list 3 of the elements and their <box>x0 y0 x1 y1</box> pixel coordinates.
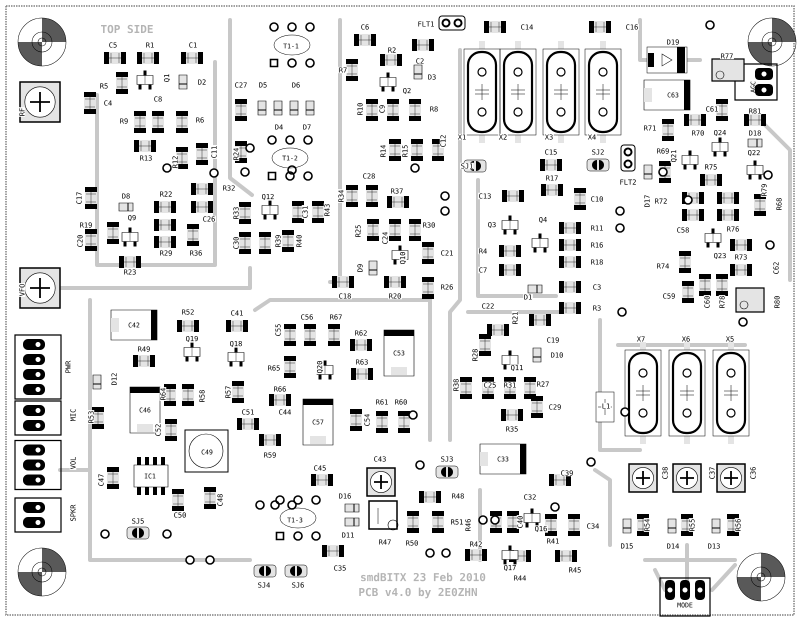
board-title: TOP SIDE <box>101 24 153 34</box>
board-title: PCB v4.0 by 2E0ZHN <box>359 588 477 598</box>
board-title: smdBITX 23 Feb 2010 <box>361 572 486 582</box>
